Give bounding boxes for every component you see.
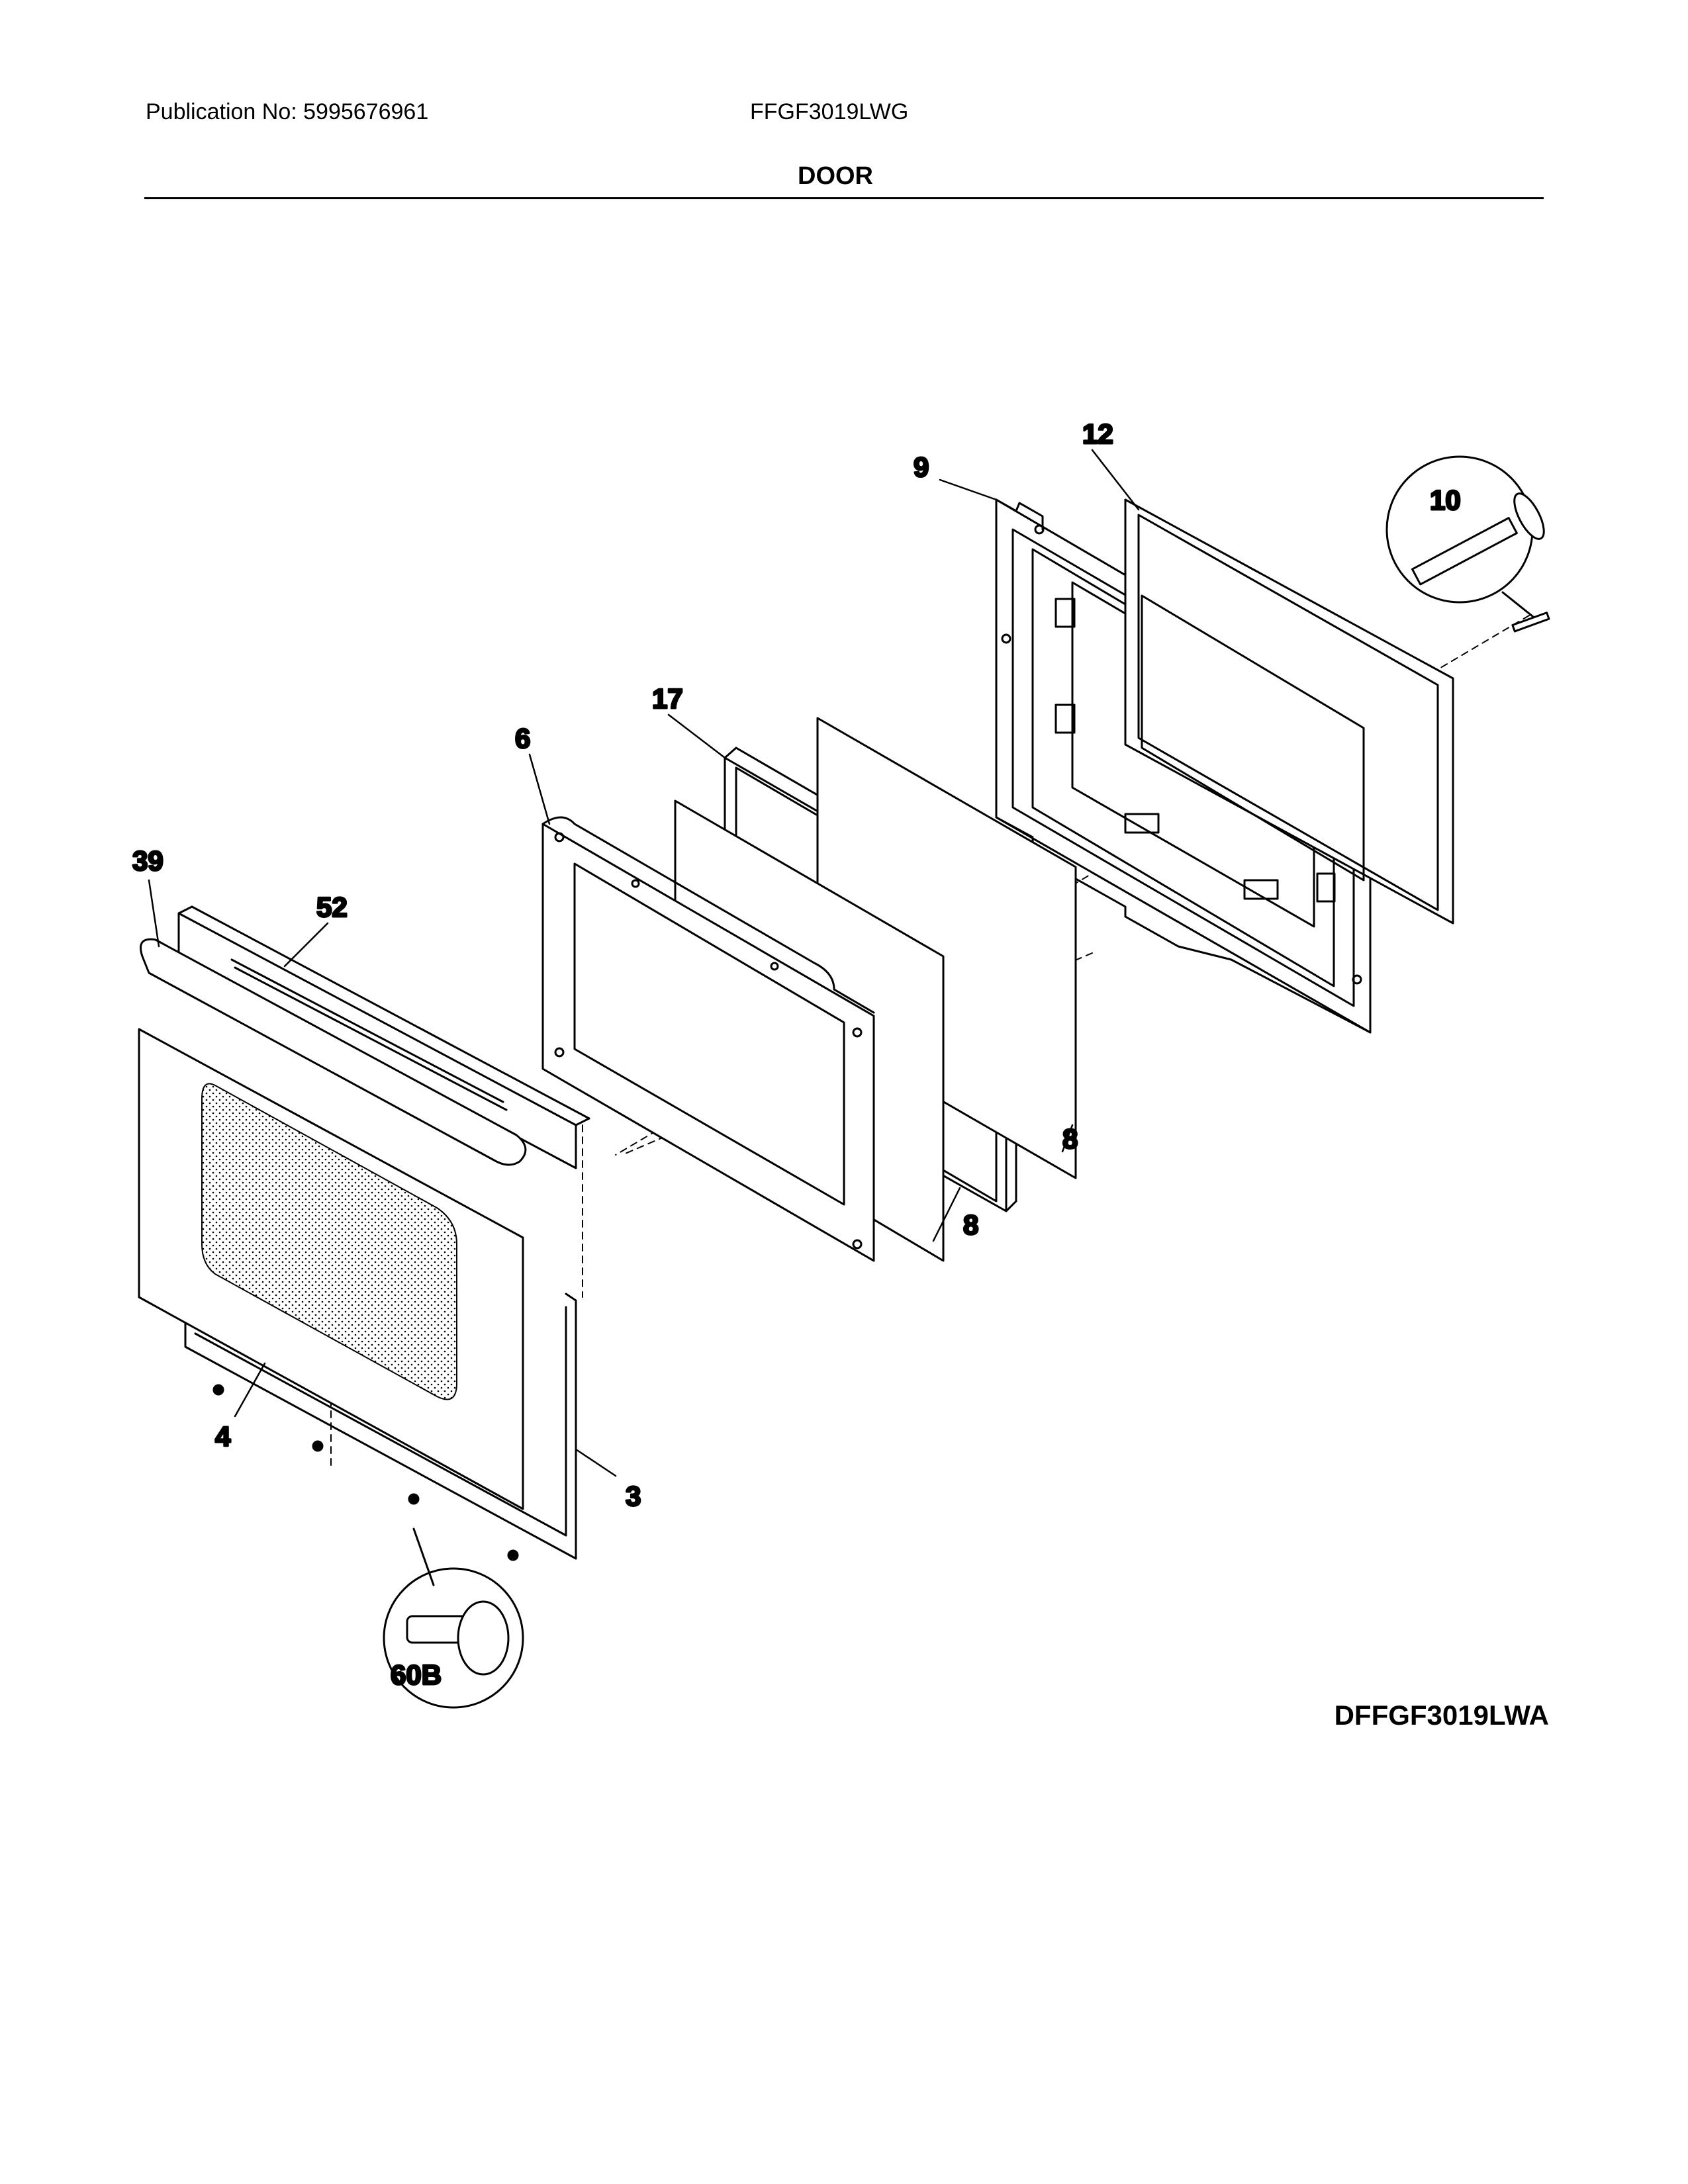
- outer-door-glass: [138, 1028, 524, 1510]
- callout-12: 12: [1082, 418, 1113, 449]
- callout-52: 52: [316, 891, 348, 923]
- screw-60b-detail: [383, 1527, 524, 1709]
- callout-9: 9: [914, 451, 929, 482]
- callout-60b: 60B: [391, 1659, 442, 1690]
- handle-screw-detail: [1385, 455, 1550, 633]
- handle-trim: [177, 905, 590, 1169]
- door-inner-panel: [541, 816, 875, 1262]
- callout-10: 10: [1430, 484, 1461, 516]
- callout-17: 17: [652, 683, 683, 714]
- callout-4: 4: [215, 1421, 231, 1452]
- callout-3: 3: [626, 1480, 641, 1512]
- door-screws: [212, 1384, 519, 1561]
- door-handle: [140, 938, 527, 1166]
- section-title: DOOR: [798, 162, 873, 190]
- door-frame-bottom: [184, 1293, 577, 1560]
- callout-8-rear: 8: [1062, 1123, 1078, 1154]
- diagram-code: DFFGF3019LWA: [1334, 1700, 1549, 1731]
- publication-number: Publication No: 5995676961: [146, 99, 429, 124]
- callout-39: 39: [132, 845, 164, 876]
- leader-lines: [148, 449, 1140, 1477]
- callout-8-front: 8: [963, 1209, 978, 1240]
- model-number: FFGF3019LWG: [750, 99, 909, 124]
- callout-6: 6: [515, 723, 530, 754]
- header-rule: [144, 197, 1544, 199]
- door-gasket: [1124, 498, 1454, 925]
